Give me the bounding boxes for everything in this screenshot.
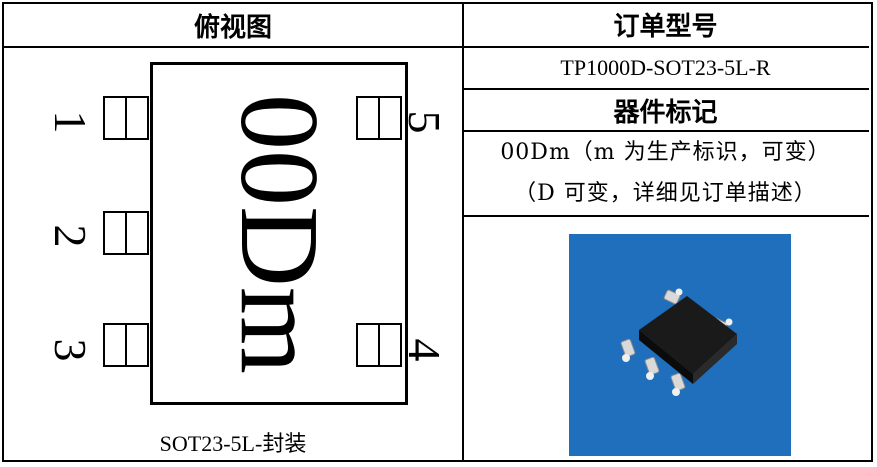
row-divider bbox=[462, 46, 869, 48]
pin-4-pad bbox=[356, 323, 402, 367]
top-view-header: 俯视图 bbox=[4, 4, 462, 48]
pin-3-pad bbox=[103, 323, 149, 367]
column-divider bbox=[462, 4, 464, 460]
right-column: 订单型号 TP1000D-SOT23-5L-R 器件标记 00Dm（m 为生产标… bbox=[2, 2, 873, 462]
order-model-value: TP1000D-SOT23-5L-R bbox=[560, 55, 771, 80]
marking-note-line-1: 00Dm（m 为生产标识，可变） bbox=[500, 140, 831, 165]
chip-outline bbox=[150, 62, 408, 405]
row-divider bbox=[462, 88, 869, 90]
pin-2-pad bbox=[103, 211, 149, 255]
pin-1-pad bbox=[103, 96, 149, 140]
marking-note-line-2: （D 可变，详细见订单描述） bbox=[514, 181, 817, 206]
row-divider bbox=[462, 130, 869, 132]
device-marking-header: 器件标记 bbox=[613, 97, 718, 128]
package-footer: SOT23-5L-封装 bbox=[159, 431, 307, 456]
order-model-header: 订单型号 bbox=[613, 11, 718, 42]
row-divider bbox=[462, 215, 869, 217]
sot23-package-image bbox=[620, 288, 737, 396]
package-photo bbox=[569, 234, 791, 456]
package-info-table: 俯视图 00Dm 1 2 3 5 4 SOT23-5L-封装 bbox=[2, 2, 873, 462]
pin-5-pad bbox=[356, 96, 402, 140]
